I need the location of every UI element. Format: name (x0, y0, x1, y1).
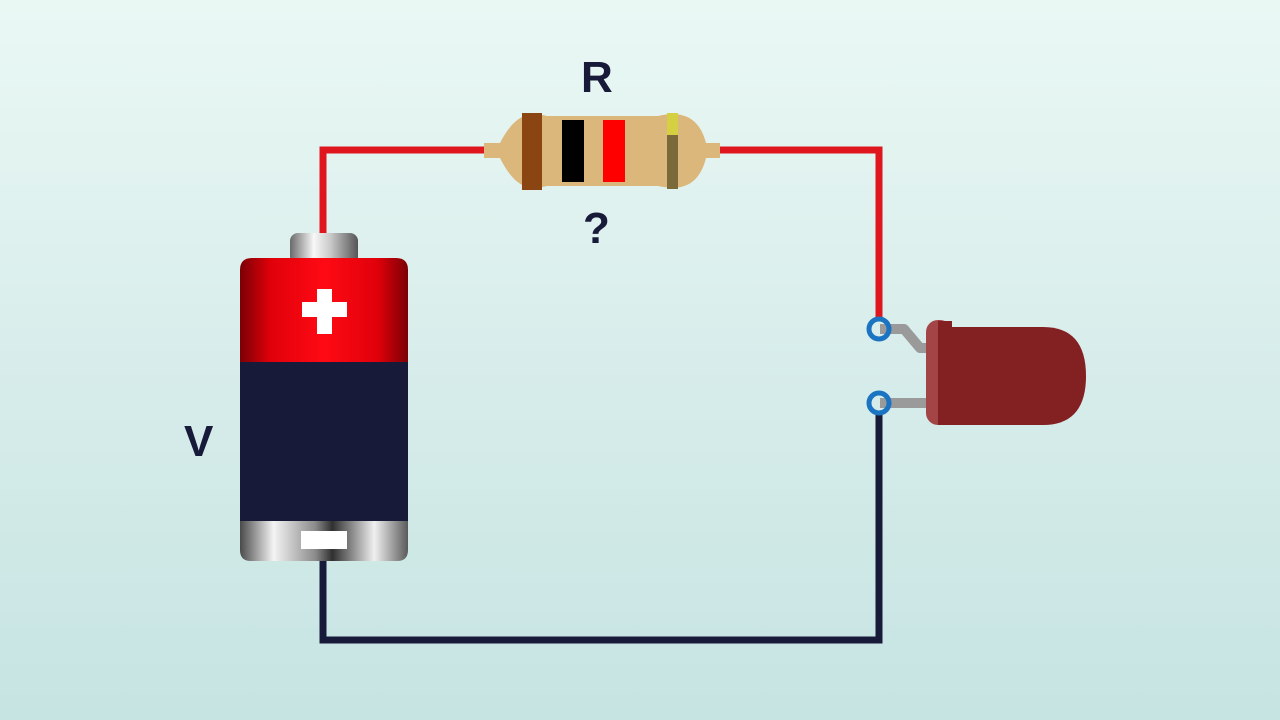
positive-wire-right (712, 146, 883, 321)
minus-icon (301, 531, 347, 549)
resistor-label: R (581, 53, 613, 102)
resistor-body (484, 114, 720, 188)
resistor-band-1 (522, 113, 542, 190)
negative-wire (319, 412, 883, 644)
battery (240, 233, 408, 561)
led (866, 316, 1086, 425)
resistor-band-3 (603, 120, 625, 182)
led-rim-shade (938, 321, 952, 425)
positive-wire-left (319, 146, 490, 234)
battery-terminal-cap (290, 233, 358, 265)
led-terminal-anode (866, 316, 892, 342)
resistor-band-4-lower (667, 135, 678, 189)
resistor (484, 113, 720, 190)
led-terminal-cathode (866, 390, 892, 416)
resistor-band-4 (667, 113, 678, 135)
battery-voltage-label: V (184, 417, 214, 466)
battery-body (240, 362, 408, 521)
led-body (941, 327, 1086, 425)
resistor-value-label: ? (583, 204, 610, 253)
plus-icon (302, 289, 347, 334)
resistor-band-2 (562, 120, 584, 182)
